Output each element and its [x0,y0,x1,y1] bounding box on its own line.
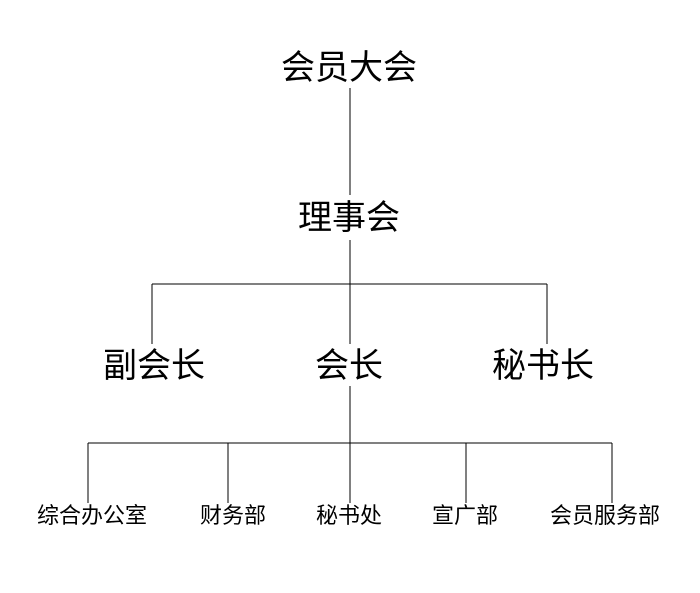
node-secretary-general: 秘书长 [492,346,594,386]
node-president: 会长 [315,346,383,386]
node-finance-dept: 财务部 [199,504,267,529]
node-secretariat: 秘书处 [315,504,383,529]
node-publicity-dept: 宣广部 [431,504,499,529]
node-vice-president: 副会长 [103,346,205,386]
node-member-assembly: 会员大会 [281,48,417,88]
node-council: 理事会 [298,198,400,238]
node-general-office: 综合办公室 [36,504,148,529]
node-member-service-dept: 会员服务部 [549,504,661,529]
